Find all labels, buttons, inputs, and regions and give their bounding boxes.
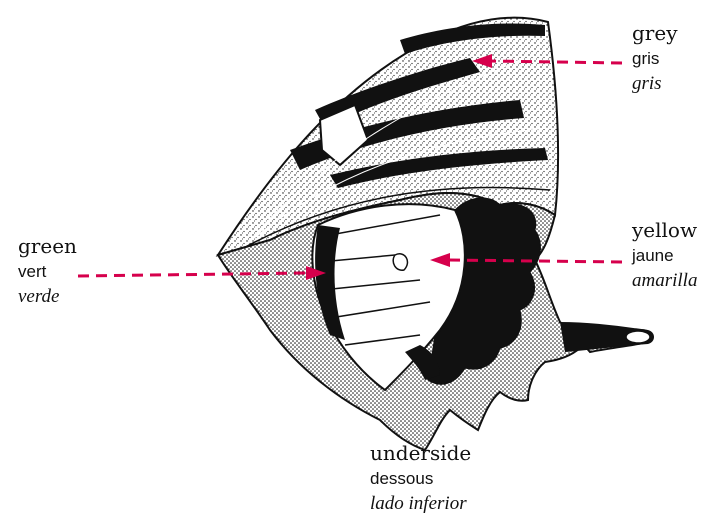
label-spanish: amarilla [632, 271, 697, 290]
label-english: yellow [632, 220, 697, 240]
label-french: vert [18, 263, 77, 280]
label-french: dessous [370, 470, 471, 487]
label-french: gris [632, 50, 678, 67]
label-spanish: gris [632, 74, 678, 93]
label-spanish: lado inferior [370, 494, 471, 513]
wing-tail-tip [626, 331, 650, 343]
label-french: jaune [632, 247, 697, 264]
label-english: underside [370, 443, 471, 463]
label-underside: underside dessous lado inferior [370, 443, 471, 513]
label-green: green vert verde [18, 236, 77, 306]
label-yellow: yellow jaune amarilla [632, 220, 697, 290]
label-english: green [18, 236, 77, 256]
label-english: grey [632, 23, 678, 43]
label-grey: grey gris gris [632, 23, 678, 93]
label-spanish: verde [18, 287, 77, 306]
